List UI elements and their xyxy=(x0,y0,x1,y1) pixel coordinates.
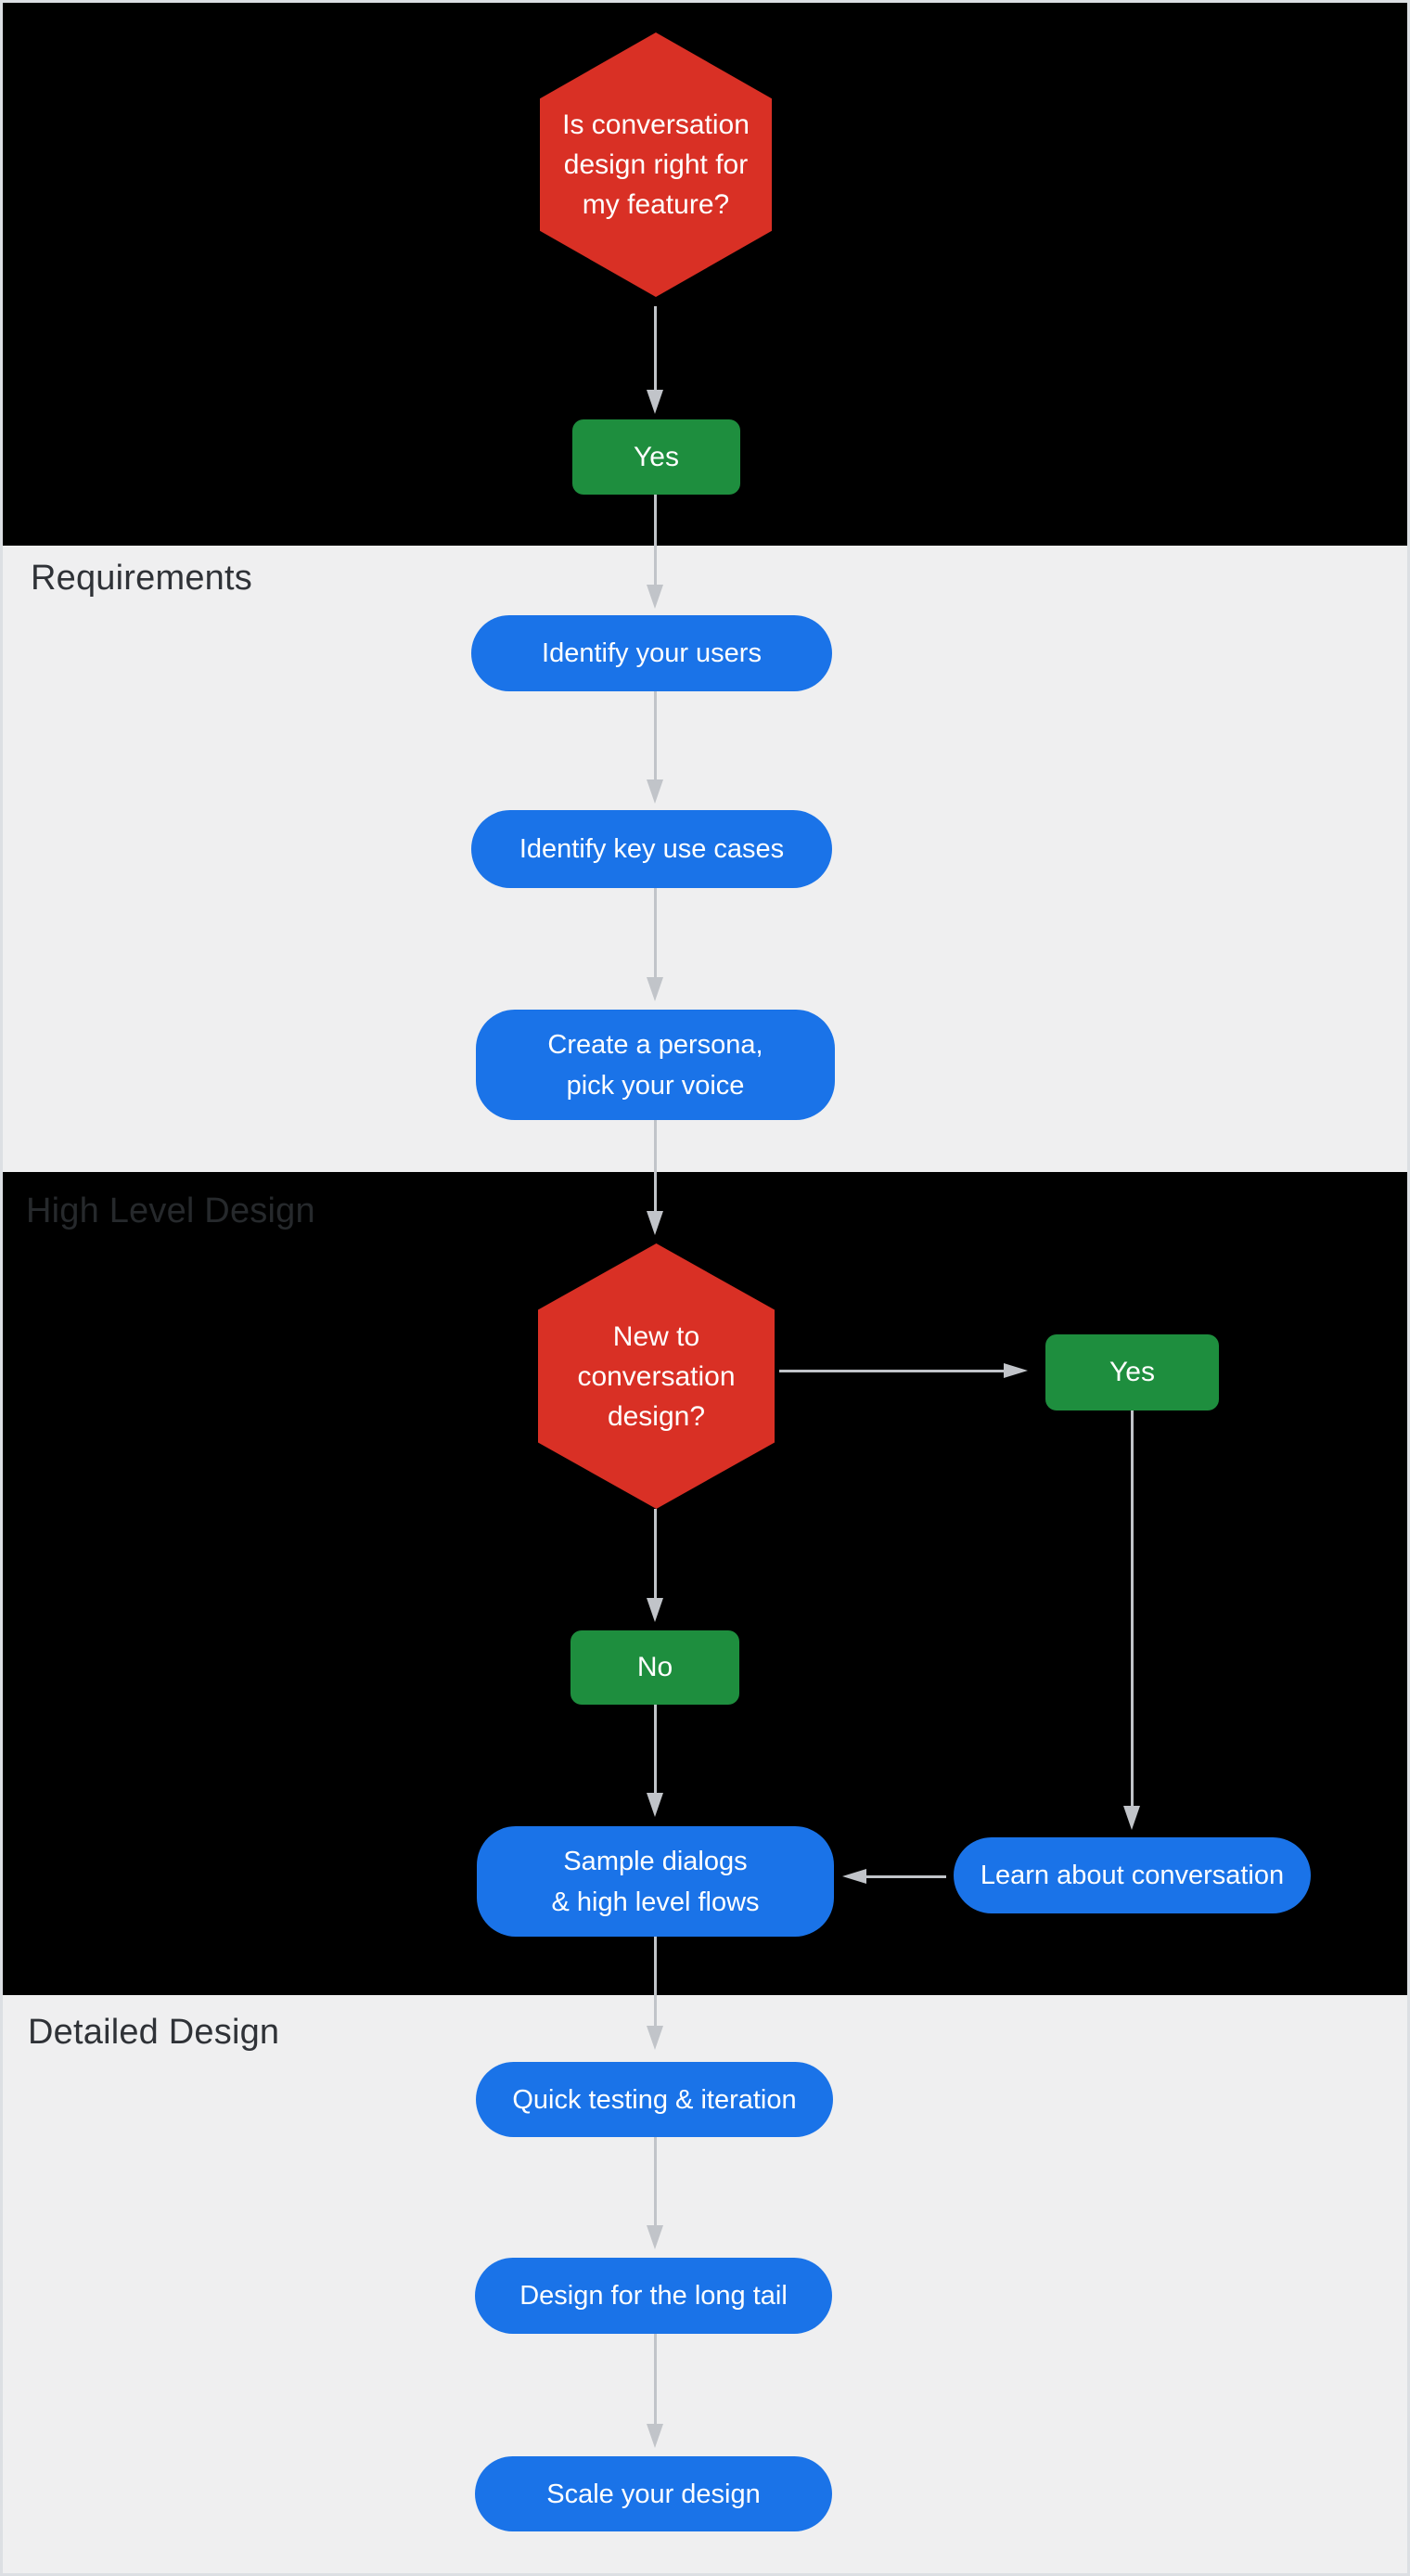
connector-quick-longtail-line xyxy=(654,2137,657,2225)
connector-yes2-learn-line xyxy=(1131,1410,1134,1806)
step-sample-dialogs-high-level-flows-button[interactable]: Sample dialogs & high level flows xyxy=(477,1826,834,1937)
answer-no-button[interactable]: No xyxy=(570,1630,739,1705)
connector-yes1-identify-users-line xyxy=(654,495,657,585)
section-label-requirements: Requirements xyxy=(31,559,252,598)
connector-qnew-no1-line xyxy=(654,1509,657,1598)
connector-qfeature-yes1-arrowhead-icon xyxy=(647,390,663,414)
connector-no1-sample-arrowhead-icon xyxy=(647,1793,663,1817)
connector-users-usecases-line xyxy=(654,691,657,779)
connector-usecases-persona-line xyxy=(654,888,657,977)
section-label-high-level-design: High Level Design xyxy=(26,1191,315,1230)
connector-qnew-yes2-line xyxy=(779,1370,1004,1372)
connector-quick-longtail-arrowhead-icon xyxy=(647,2225,663,2249)
connector-persona-qnew-arrowhead-icon xyxy=(647,1211,663,1235)
connector-sample-quick-arrowhead-icon xyxy=(647,2026,663,2050)
step-identify-key-use-cases-button[interactable]: Identify key use cases xyxy=(471,810,832,888)
connector-qnew-yes2-arrowhead-icon xyxy=(1004,1363,1028,1378)
section-label-detailed-design: Detailed Design xyxy=(28,2013,280,2052)
connector-yes2-learn-arrowhead-icon xyxy=(1123,1806,1140,1830)
connector-learn-sample-arrowhead-icon xyxy=(842,1869,866,1884)
connector-qfeature-yes1-line xyxy=(654,306,657,390)
answer-yes-new-button[interactable]: Yes xyxy=(1045,1334,1219,1410)
step-identify-your-users-button[interactable]: Identify your users xyxy=(471,615,832,691)
connector-longtail-scale-arrowhead-icon xyxy=(647,2424,663,2448)
connector-learn-sample-line xyxy=(866,1875,946,1878)
answer-yes-button[interactable]: Yes xyxy=(572,419,740,495)
step-create-persona-pick-voice-button[interactable]: Create a persona, pick your voice xyxy=(476,1010,835,1120)
connector-persona-qnew-line xyxy=(654,1120,657,1211)
connector-usecases-persona-arrowhead-icon xyxy=(647,977,663,1001)
step-design-for-long-tail-button[interactable]: Design for the long tail xyxy=(475,2258,832,2334)
decision-is-conversation-design-right: Is conversation design right for my feat… xyxy=(540,32,772,297)
connector-no1-sample-line xyxy=(654,1705,657,1793)
step-learn-about-conversation-button[interactable]: Learn about conversation xyxy=(954,1837,1311,1913)
connector-users-usecases-arrowhead-icon xyxy=(647,779,663,804)
connector-yes1-identify-users-arrowhead-icon xyxy=(647,585,663,609)
step-quick-testing-iteration-button[interactable]: Quick testing & iteration xyxy=(476,2062,833,2137)
step-scale-your-design-button[interactable]: Scale your design xyxy=(475,2456,832,2531)
connector-longtail-scale-line xyxy=(654,2334,657,2424)
connector-sample-quick-line xyxy=(654,1937,657,2026)
connector-qnew-no1-arrowhead-icon xyxy=(647,1598,663,1622)
